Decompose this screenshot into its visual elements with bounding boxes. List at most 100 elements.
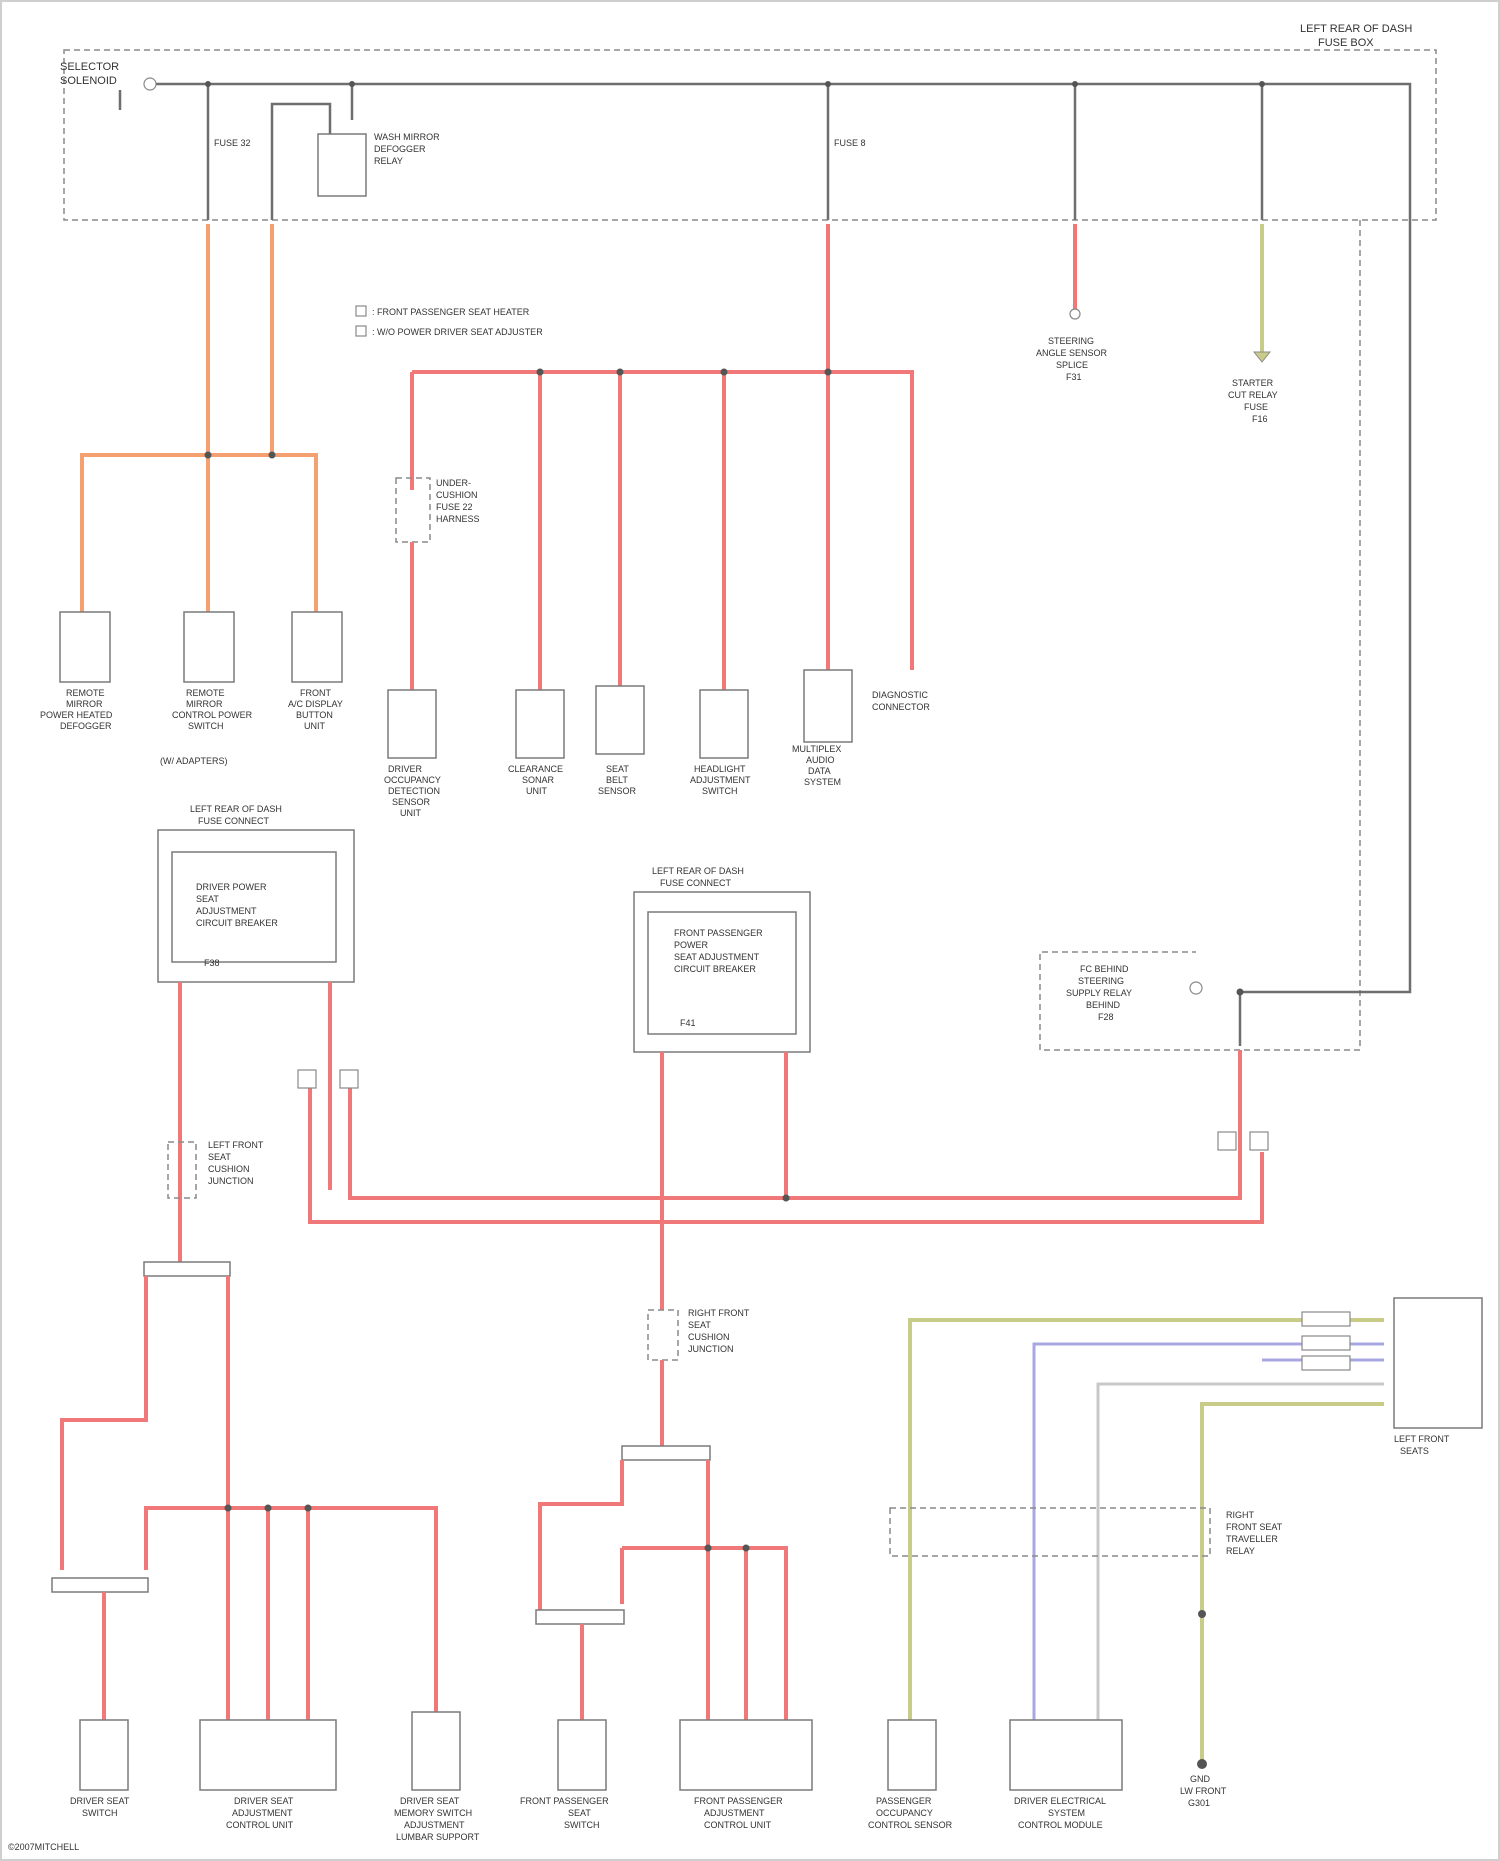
fuse-8-label: FUSE 8 bbox=[834, 138, 866, 148]
comp-label: CONTROL UNIT bbox=[704, 1820, 772, 1830]
splice-label: F31 bbox=[1066, 372, 1082, 382]
comp-label: SENSOR bbox=[392, 797, 431, 807]
fusebox-text: SEAT bbox=[196, 894, 219, 904]
comp-label: DRIVER SEAT bbox=[70, 1796, 130, 1806]
comp-label: CONTROL POWER bbox=[172, 710, 253, 720]
connector-label: CUSHION bbox=[208, 1164, 250, 1174]
relay-label-3: RELAY bbox=[374, 156, 403, 166]
comp-label: DRIVER bbox=[388, 764, 423, 774]
fuse-label: FUSE 22 bbox=[436, 502, 473, 512]
comp-label: CONTROL MODULE bbox=[1018, 1820, 1103, 1830]
passenger-control-unit bbox=[680, 1720, 812, 1790]
fuse-box-left: LEFT REAR OF DASH FUSE CONNECT DRIVER PO… bbox=[158, 804, 354, 982]
top-right-title-1: LEFT REAR OF DASH bbox=[1300, 23, 1412, 35]
comp-label: MIRROR bbox=[186, 699, 223, 709]
comp-label: OCCUPANCY bbox=[384, 775, 441, 785]
row1-caption: (W/ ADAPTERS) bbox=[160, 756, 228, 766]
fuse-label: CUSHION bbox=[436, 490, 478, 500]
comp-label: FRONT PASSENGER bbox=[520, 1796, 609, 1806]
fusebox-text: ADJUSTMENT bbox=[196, 906, 257, 916]
comp-label: MIRROR bbox=[66, 699, 103, 709]
fusebox-text: FRONT PASSENGER bbox=[674, 928, 763, 938]
comp-label: A/C DISPLAY bbox=[288, 699, 343, 709]
splice-label: F16 bbox=[1252, 414, 1268, 424]
ground-point bbox=[1197, 1759, 1207, 1769]
top-right-title-2: FUSE BOX bbox=[1318, 37, 1374, 49]
left-front-seats-module bbox=[1394, 1298, 1482, 1428]
audio-system bbox=[804, 670, 852, 742]
splice-label: SPLICE bbox=[1056, 360, 1088, 370]
electrical-control-module bbox=[1010, 1720, 1122, 1790]
connector-label: LEFT FRONT bbox=[208, 1140, 264, 1150]
comp-label: ADJUSTMENT bbox=[704, 1808, 765, 1818]
fusebox-title: LEFT REAR OF DASH bbox=[652, 866, 744, 876]
comp-label: AUDIO bbox=[806, 755, 835, 765]
comp-label: DRIVER ELECTRICAL bbox=[1014, 1796, 1106, 1806]
top-left-title-1: SELECTOR bbox=[60, 61, 119, 73]
legend-2: : W/O POWER DRIVER SEAT ADJUSTER bbox=[372, 327, 543, 337]
connector-label: RIGHT bbox=[1226, 1510, 1255, 1520]
relay-text: FC BEHIND bbox=[1080, 964, 1129, 974]
driver-seat-control-unit bbox=[200, 1720, 336, 1790]
comp-label: OCCUPANCY bbox=[876, 1808, 933, 1818]
splice-label: STEERING bbox=[1048, 336, 1094, 346]
module-label: LEFT FRONT bbox=[1394, 1434, 1450, 1444]
relay-label-1: WASH MIRROR bbox=[374, 132, 440, 142]
occupancy-sensor bbox=[388, 690, 436, 758]
fuse-label: UNDER- bbox=[436, 478, 471, 488]
comp-label: BUTTON bbox=[296, 710, 333, 720]
relay-label-2: DEFOGGER bbox=[374, 144, 426, 154]
fuse-box-mid: LEFT REAR OF DASH FUSE CONNECT FRONT PAS… bbox=[634, 866, 810, 1052]
splice-label: STARTER bbox=[1232, 378, 1274, 388]
comp-label: FRONT PASSENGER bbox=[694, 1796, 783, 1806]
relay-text: SUPPLY RELAY bbox=[1066, 988, 1132, 998]
relay-text: F28 bbox=[1098, 1012, 1114, 1022]
connector-label: CUSHION bbox=[688, 1332, 730, 1342]
comp-label: SWITCH bbox=[82, 1808, 118, 1818]
comp-label: SEAT bbox=[606, 764, 629, 774]
mirror-relay bbox=[318, 134, 366, 196]
comp-label: REMOTE bbox=[66, 688, 105, 698]
remote-mirror-switch bbox=[184, 612, 234, 682]
comp-label: CLEARANCE bbox=[508, 764, 563, 774]
comp-label: FRONT bbox=[300, 688, 331, 698]
connector-label: SEAT bbox=[208, 1152, 231, 1162]
connector-label: TRAVELLER bbox=[1226, 1534, 1278, 1544]
comp-label: CONTROL UNIT bbox=[226, 1820, 294, 1830]
comp-label: PASSENGER bbox=[876, 1796, 932, 1806]
fusebox-id: F41 bbox=[680, 1018, 696, 1028]
comp-label: SWITCH bbox=[702, 786, 738, 796]
splice-label: ANGLE SENSOR bbox=[1036, 348, 1108, 358]
splice-label: FUSE bbox=[1244, 402, 1268, 412]
fuse-label: HARNESS bbox=[436, 514, 480, 524]
comp-label: DRIVER SEAT bbox=[400, 1796, 460, 1806]
top-left-title-2: SOLENOID bbox=[60, 75, 117, 87]
comp-label: SONAR bbox=[522, 775, 555, 785]
comp-label: SWITCH bbox=[188, 721, 224, 731]
comp-label: MEMORY SWITCH bbox=[394, 1808, 472, 1818]
diagnostic-1: DIAGNOSTIC bbox=[872, 690, 929, 700]
fusebox-text: DRIVER POWER bbox=[196, 882, 267, 892]
comp-label: DATA bbox=[808, 766, 831, 776]
comp-label: REMOTE bbox=[186, 688, 225, 698]
comp-label: HEADLIGHT bbox=[694, 764, 746, 774]
driver-seat-switch bbox=[80, 1720, 128, 1790]
fusebox-title: FUSE CONNECT bbox=[660, 878, 732, 888]
front-ac-display bbox=[292, 612, 342, 682]
clearance-sonar bbox=[516, 690, 564, 758]
fusebox-text: CIRCUIT BREAKER bbox=[196, 918, 278, 928]
connector-label: RIGHT FRONT bbox=[688, 1308, 750, 1318]
comp-label: ADJUSTMENT bbox=[232, 1808, 293, 1818]
ground-label: GND bbox=[1190, 1774, 1211, 1784]
footer: ©2007MITCHELL bbox=[8, 1842, 79, 1852]
ground-label: G301 bbox=[1188, 1798, 1210, 1808]
remote-mirror-defogger bbox=[60, 612, 110, 682]
comp-label: DETECTION bbox=[388, 786, 440, 796]
comp-label: SYSTEM bbox=[804, 777, 841, 787]
comp-label: DRIVER SEAT bbox=[234, 1796, 294, 1806]
comp-label: UNIT bbox=[400, 808, 421, 818]
fusebox-text: CIRCUIT BREAKER bbox=[674, 964, 756, 974]
comp-label: MULTIPLEX bbox=[792, 744, 841, 754]
connector-label: JUNCTION bbox=[688, 1344, 734, 1354]
